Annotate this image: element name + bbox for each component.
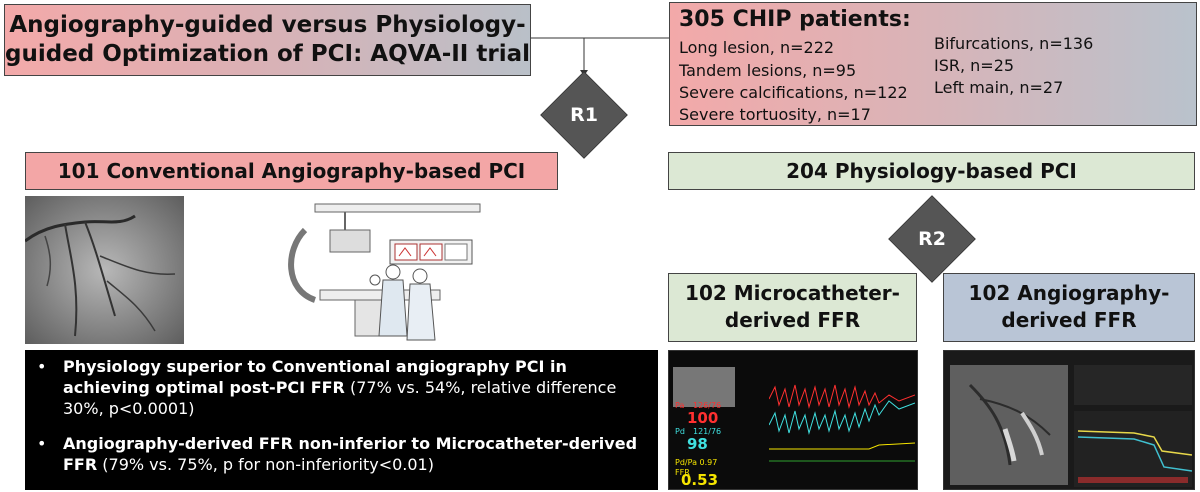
monitor-pd-readout: Pd 121/76 98 bbox=[673, 427, 731, 457]
results-panel: • Physiology superior to Conventional an… bbox=[25, 350, 658, 490]
pd-pa-ratio: Pd/Pa 0.97 bbox=[675, 458, 718, 467]
bullet-marker: • bbox=[37, 434, 47, 453]
trial-title: Angiography-guided versus Physiology- gu… bbox=[5, 12, 530, 67]
ffr-label: FFR bbox=[675, 468, 690, 477]
software-branch-map bbox=[1074, 365, 1192, 405]
patient-subgroup: Bifurcations, n=136 bbox=[934, 34, 1094, 53]
patient-subgroup: Severe tortuosity, n=17 bbox=[679, 105, 871, 124]
patients-heading: 305 CHIP patients: bbox=[679, 7, 911, 32]
physiology-arm-box: 204 Physiology-based PCI bbox=[668, 152, 1195, 190]
angiogram-vessels bbox=[24, 196, 184, 344]
bullet-marker: • bbox=[37, 357, 47, 376]
angio-ffr-software-screenshot bbox=[943, 350, 1195, 490]
angiography-ffr-label: 102 Angiography- derived FFR bbox=[968, 281, 1170, 332]
software-angio-view bbox=[950, 365, 1068, 485]
patients-box: 305 CHIP patients: Long lesion, n=222 Ta… bbox=[669, 2, 1197, 126]
monitor-pa-readout: Pa 126/76 100 bbox=[673, 401, 731, 437]
pd-label: Pd bbox=[675, 427, 685, 436]
randomization-r1-diamond: R1 bbox=[540, 71, 628, 159]
software-vessel-tree bbox=[968, 383, 1051, 466]
conventional-arm-label: 101 Conventional Angiography-based PCI bbox=[57, 159, 526, 183]
patient-subgroup: Tandem lesions, n=95 bbox=[679, 61, 857, 80]
result-noninferiority-bold: Angiography-derived FFR non-inferior to … bbox=[63, 434, 638, 474]
pa-label: Pa bbox=[675, 401, 685, 410]
physiology-arm-label: 204 Physiology-based PCI bbox=[786, 159, 1077, 183]
pd-pressure: 121/76 bbox=[693, 427, 722, 436]
software-ffr-plot bbox=[1074, 411, 1192, 487]
randomization-r2-label: R2 bbox=[918, 228, 946, 250]
microcatheter-ffr-label: 102 Microcatheter- derived FFR bbox=[685, 281, 900, 332]
patient-subgroup: Severe calcifications, n=122 bbox=[679, 83, 908, 102]
result-superiority-detail: (77% vs. 54%, relative difference 30%, p… bbox=[63, 378, 617, 418]
angiogram-image bbox=[24, 196, 184, 344]
conventional-arm-box: 101 Conventional Angiography-based PCI bbox=[25, 152, 558, 190]
ffr-value: 0.53 bbox=[681, 471, 719, 489]
patient-subgroup: ISR, n=25 bbox=[934, 56, 1015, 75]
result-superiority-bold: Physiology superior to Conventional angi… bbox=[63, 357, 567, 397]
result-noninferiority: • Angiography-derived FFR non-inferior t… bbox=[37, 433, 648, 475]
cath-lab-illustration bbox=[275, 200, 487, 344]
trial-title-box: Angiography-guided versus Physiology- gu… bbox=[4, 4, 531, 76]
patient-subgroup: Left main, n=27 bbox=[934, 78, 1064, 97]
randomization-r2-diamond: R2 bbox=[888, 195, 976, 283]
result-superiority: • Physiology superior to Conventional an… bbox=[37, 356, 648, 419]
pa-pressure: 126/76 bbox=[693, 401, 722, 410]
pd-value: 98 bbox=[687, 435, 708, 453]
cath-lab-drawing bbox=[288, 203, 481, 341]
pressure-monitor-screenshot: Pa 126/76 100 Pd 121/76 98 Pd/Pa 0.97 FF… bbox=[668, 350, 918, 490]
pa-value: 100 bbox=[687, 409, 719, 427]
angiography-ffr-box: 102 Angiography- derived FFR bbox=[943, 273, 1195, 342]
pressure-traces bbox=[769, 384, 915, 462]
microcatheter-ffr-box: 102 Microcatheter- derived FFR bbox=[668, 273, 917, 342]
result-noninferiority-detail: (79% vs. 75%, p for non-inferiority<0.01… bbox=[97, 455, 434, 474]
patient-subgroup: Long lesion, n=222 bbox=[679, 38, 835, 57]
monitor-angio-thumbnail bbox=[673, 367, 735, 407]
randomization-r1-label: R1 bbox=[570, 104, 598, 126]
